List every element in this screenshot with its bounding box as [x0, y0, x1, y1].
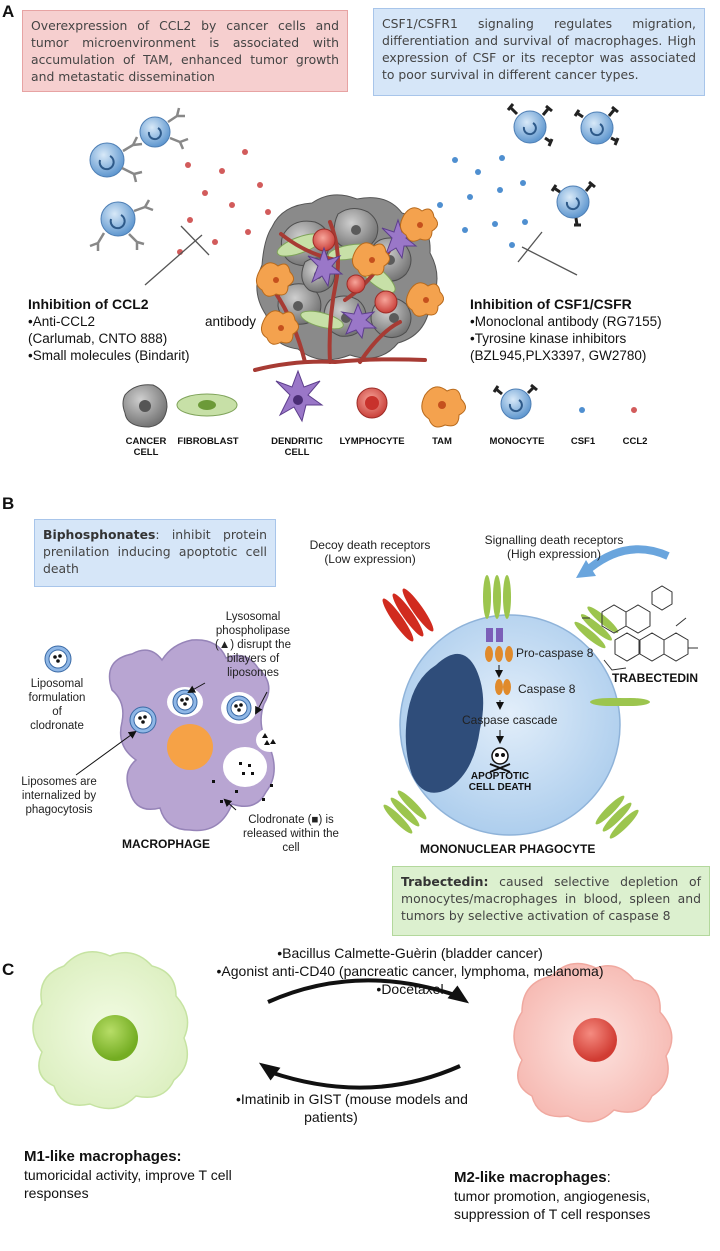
inhibition-csf-heading: Inhibition of CSF1/CSFR — [470, 296, 632, 312]
legend-ccl2: CCL2 — [622, 436, 648, 447]
panel-a-letter: A — [2, 2, 15, 21]
inhibition-ccl2-line1b: antibody — [204, 314, 256, 329]
biphosphonates-box: Biphosphonates: inhibit protein prenilat… — [34, 519, 276, 587]
liposome-legend — [44, 645, 72, 673]
panel-c-letter: C — [2, 960, 15, 979]
monocyte-antibody-left-3 — [89, 199, 154, 251]
trabectedin-arrow — [576, 545, 670, 578]
trabectedin-molecule — [582, 585, 698, 671]
conversion-arrows — [258, 978, 470, 1090]
mononuclear-phagocyte — [382, 575, 650, 839]
m1-description: M1-like macrophages: tumoricidal activit… — [24, 1148, 324, 1202]
monocyte-receptor-right-3 — [550, 180, 596, 227]
signalling-receptors-label: Signalling death receptors(High expressi… — [484, 533, 624, 561]
inhibition-ccl2-line2: (Carlumab, CNTO 888) — [28, 331, 168, 346]
tumor-microenvironment — [253, 194, 444, 372]
ccl2-info-box: Overexpression of CCL2 by cancer cells a… — [22, 10, 348, 92]
decoy-receptors-label: Decoy death receptors(Low expression) — [309, 538, 431, 566]
inhibition-csf-block: Inhibition of CSF1/CSFR •Monoclonal anti… — [470, 296, 715, 364]
treatment-docetaxel: •Docetaxel — [376, 981, 444, 997]
biphosphonates-term: Biphosphonates — [43, 527, 156, 542]
legend-lymphocyte: LYMPHOCYTE — [339, 436, 405, 447]
caspase-cascade-label: Caspase cascade — [462, 713, 558, 727]
monocyte-antibody-left-2 — [139, 107, 189, 150]
trabectedin-desc: caused selective depletion of monocytes/… — [401, 874, 701, 923]
inhibition-ccl2-block: Inhibition of CCL2 •Anti-CCL2 antibody (… — [28, 296, 256, 364]
trabectedin-box: Trabectedin: caused selective depletion … — [392, 866, 710, 936]
macrophage-label: MACROPHAGE — [122, 837, 211, 851]
monocyte-receptor-right-2 — [573, 105, 620, 146]
legend-monocyte: MONOCYTE — [489, 436, 545, 447]
macrophage-cell — [108, 639, 284, 832]
inhibition-ccl2-line1: •Anti-CCL2 antibody — [28, 313, 256, 330]
monocyte-antibody-left-1 — [89, 136, 143, 183]
inhibition-ccl2-line1a: •Anti-CCL2 — [28, 314, 95, 329]
biphosphonates-desc: : inhibit protein prenilation inducing a… — [43, 527, 267, 576]
pro-caspase-label: Pro-caspase 8 — [516, 646, 594, 660]
m2-heading-line: M2-like macrophages: — [454, 1169, 611, 1186]
legend-icons — [122, 369, 637, 428]
treatment-bcg: •Bacillus Calmette-Guèrin (bladder cance… — [277, 945, 543, 961]
m2-description: M2-like macrophages: tumor promotion, an… — [454, 1169, 718, 1223]
m2-macrophage — [513, 962, 673, 1123]
monocyte-receptor-right-1 — [506, 103, 554, 147]
mononuclear-phagocyte-label: MONONUCLEAR PHAGOCYTE — [420, 842, 596, 856]
trabectedin-term: Trabectedin: — [401, 874, 489, 889]
treatment-list-top: •Bacillus Calmette-Guèrin (bladder cance… — [150, 944, 670, 998]
panel-b-letter: B — [2, 494, 15, 513]
legend-tam: TAM — [432, 436, 452, 447]
m2-heading: M2-like macrophages — [454, 1169, 607, 1186]
legend-fibroblast: FIBROBLAST — [177, 436, 239, 447]
csf1-dots — [437, 155, 528, 248]
ccl2-dots — [177, 149, 271, 255]
csf-info-box: CSF1/CSFR1 signaling regulates migration… — [373, 8, 705, 96]
caspase8-label: Caspase 8 — [518, 682, 576, 696]
macrophage-pointers — [75, 682, 268, 811]
legend-csf1: CSF1 — [570, 436, 596, 447]
trabectedin-label: TRABECTEDIN — [612, 671, 698, 685]
treatment-imatinib: •Imatinib in GIST (mouse models and pati… — [236, 1091, 468, 1125]
inhibition-symbol-right — [517, 231, 578, 276]
inhibition-ccl2-line3: •Small molecules (Bindarit) — [28, 348, 190, 363]
inhibition-csf-line2: •Tyrosine kinase inhibitors — [470, 331, 627, 346]
inhibition-symbol-left — [144, 225, 210, 286]
inhibition-csf-line1: •Monoclonal antibody (RG7155) — [470, 314, 662, 329]
inhibition-csf-line3: (BZL945,PLX3397, GW2780) — [470, 348, 647, 363]
m1-heading: M1-like macrophages: — [24, 1148, 182, 1165]
inhibition-ccl2-heading: Inhibition of CCL2 — [28, 296, 149, 312]
m1-macrophage — [32, 951, 189, 1110]
treatment-cd40: •Agonist anti-CD40 (pancreatic cancer, l… — [216, 963, 604, 979]
